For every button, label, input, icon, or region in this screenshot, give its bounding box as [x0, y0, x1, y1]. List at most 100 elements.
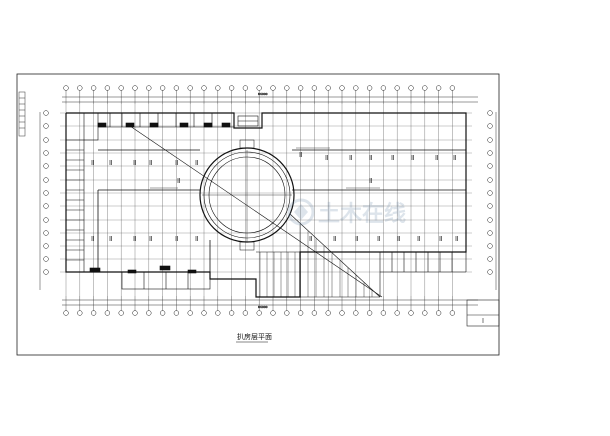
axis-bubble — [43, 243, 49, 249]
svg-text:84000: 84000 — [258, 305, 268, 309]
binding-strip — [18, 91, 26, 137]
axis-bubble — [63, 310, 69, 316]
axis-bubble — [118, 310, 124, 316]
svg-text:84000: 84000 — [258, 92, 268, 96]
axis-bubble — [228, 85, 235, 91]
axis-bubble — [104, 85, 111, 91]
axis-bubble — [132, 310, 138, 316]
axis-bubble — [90, 310, 97, 316]
axis-bubble — [435, 310, 442, 316]
axis-bubble — [487, 163, 493, 169]
diagonal-hatch-lines — [259, 224, 373, 297]
axis-bubble — [311, 310, 318, 316]
axis-bubble — [339, 310, 345, 316]
axis-grid-horizontal — [60, 112, 472, 273]
bottom-rooms — [89, 265, 211, 290]
circular-hall — [199, 139, 295, 251]
axis-bubble — [366, 85, 373, 91]
axis-bubble — [43, 230, 49, 236]
axis-bubbles-bottom — [63, 296, 456, 316]
axis-bubble — [159, 85, 166, 91]
room-markers — [91, 152, 458, 241]
axis-bubble — [487, 123, 493, 129]
axis-bubble — [487, 230, 493, 236]
inner-walls — [97, 149, 466, 272]
axis-bubble — [43, 123, 49, 129]
axis-bubble — [187, 85, 193, 91]
axis-bubble — [215, 310, 221, 316]
axis-bubble — [173, 85, 180, 91]
diagonal-section-line — [129, 125, 383, 298]
axis-bubble — [408, 85, 414, 91]
axis-bubble — [43, 217, 49, 223]
axis-bubble — [487, 217, 493, 223]
axis-bubble — [256, 310, 262, 316]
axis-bubble — [353, 310, 359, 316]
axis-bubble — [408, 310, 414, 316]
axis-bubble — [173, 310, 180, 316]
axis-bubble — [270, 85, 276, 91]
axis-bubble — [90, 85, 97, 91]
axis-bubble — [132, 85, 138, 91]
axis-bubble — [487, 243, 493, 249]
left-core-block — [65, 112, 99, 273]
axis-bubble — [43, 269, 49, 275]
top-rooms — [97, 113, 259, 128]
drawing-title: 扒房层平面 — [237, 332, 272, 341]
axis-bubbles-left — [43, 110, 49, 275]
axis-bubble — [63, 85, 69, 91]
axis-bubbles-right — [487, 110, 493, 275]
axis-bubble — [325, 85, 331, 91]
dimension-lines: 84000 84000 — [39, 92, 497, 309]
axis-bubble — [487, 177, 493, 183]
axis-bubble — [43, 203, 49, 209]
axis-bubble — [201, 310, 207, 316]
axis-bubble — [215, 85, 221, 91]
axis-bubble — [284, 85, 290, 91]
axis-bubble — [104, 310, 111, 316]
axis-bubble — [422, 310, 428, 316]
axis-grid-vertical — [65, 104, 453, 296]
axis-bubble — [256, 85, 262, 91]
axis-bubble — [487, 137, 493, 143]
axis-bubble — [487, 190, 493, 196]
axis-bubble — [43, 190, 49, 196]
axis-bubble — [146, 310, 152, 316]
axis-bubble — [43, 163, 49, 169]
axis-bubble — [487, 256, 493, 262]
axis-bubble — [339, 85, 345, 91]
axis-bubble — [77, 310, 83, 316]
axis-bubble — [43, 137, 49, 143]
axis-bubble — [43, 110, 49, 116]
axis-bubble — [284, 310, 290, 316]
axis-bubble — [380, 310, 387, 316]
axis-bubble — [366, 310, 373, 316]
axis-bubble — [242, 85, 249, 91]
axis-bubble — [311, 85, 318, 91]
axis-bubble — [435, 85, 442, 91]
sheet-border — [16, 73, 500, 356]
axis-bubble — [159, 310, 166, 316]
axis-bubbles-top — [63, 85, 456, 104]
axis-bubble — [353, 85, 359, 91]
axis-bubble — [487, 150, 493, 156]
axis-bubble — [449, 310, 456, 316]
title-block — [466, 299, 500, 327]
annotation-callouts — [150, 147, 380, 189]
axis-bubble — [394, 310, 400, 316]
axis-bubble — [43, 150, 49, 156]
axis-bubble — [242, 310, 249, 316]
watermark: 土木在线 — [287, 198, 406, 227]
axis-bubble — [118, 85, 124, 91]
axis-bubble — [325, 310, 331, 316]
axis-bubble — [297, 85, 304, 91]
axis-bubble — [187, 310, 193, 316]
axis-bubble — [146, 85, 152, 91]
axis-bubble — [201, 85, 207, 91]
axis-bubble — [43, 256, 49, 262]
axis-bubble — [270, 310, 276, 316]
axis-bubble — [394, 85, 400, 91]
axis-bubble — [449, 85, 456, 91]
